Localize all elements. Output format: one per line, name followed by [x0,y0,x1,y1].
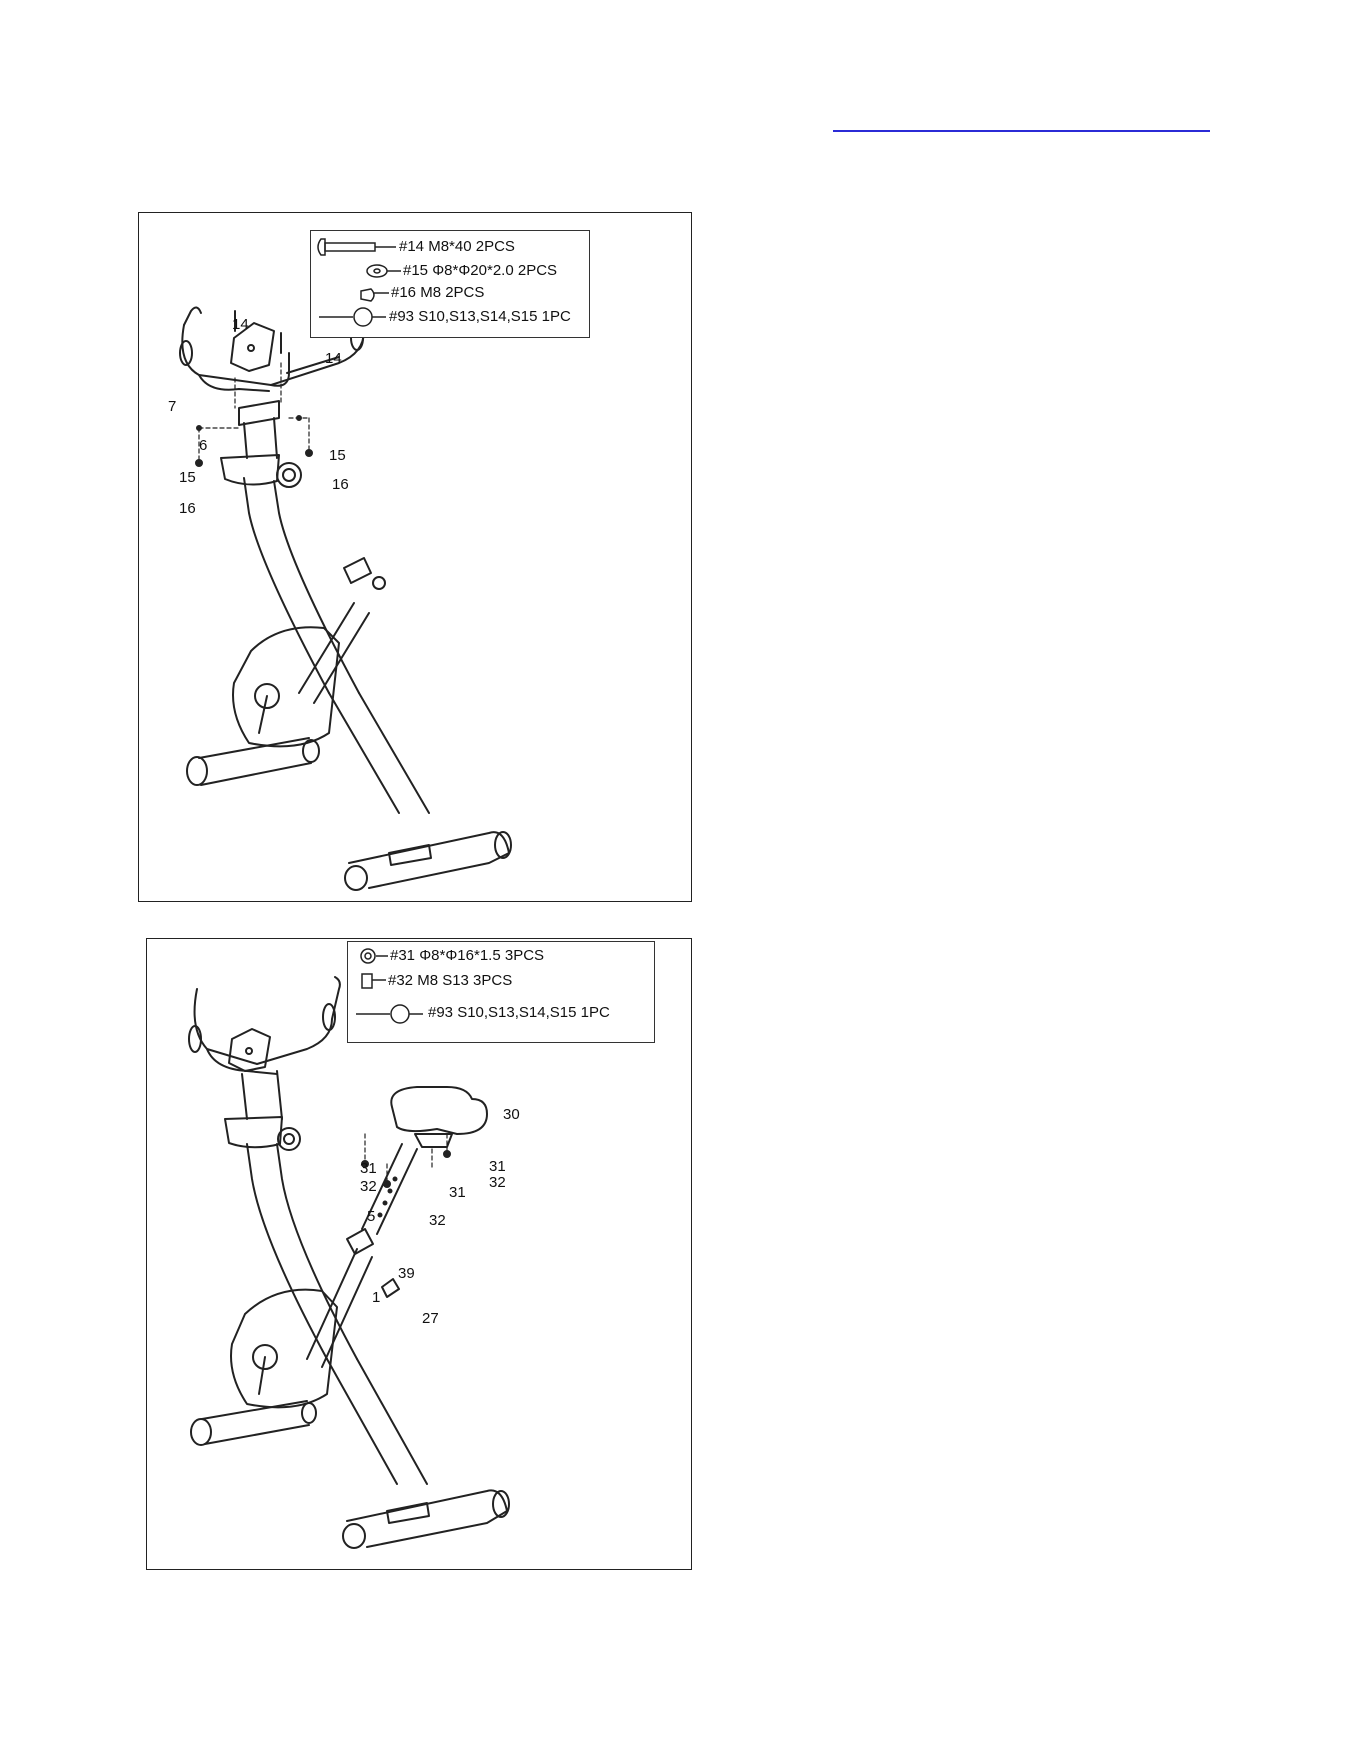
link-underline[interactable] [833,130,1210,132]
callout-6: 6 [199,438,207,454]
callout-32-left: 32 [360,1179,377,1195]
callout-14-right: 14 [325,351,342,367]
callout-1: 1 [372,1290,380,1306]
washer-icon [361,949,388,963]
legend-item-bolt: #14 M8*40 2PCS [399,238,515,256]
callout-16-left: 16 [179,501,196,517]
callout-16-right: 16 [332,477,349,493]
callout-31-right: 31 [489,1159,506,1175]
carriage-bolt-icon [318,239,396,255]
callout-5: 5 [367,1209,375,1225]
callout-32-right: 32 [489,1175,506,1191]
callout-14-left: 14 [232,317,249,333]
hex-nut-icon [362,974,386,988]
callout-7: 7 [168,399,176,415]
callout-31-center: 31 [449,1185,466,1201]
callout-30: 30 [503,1107,520,1123]
legend-item-nut: #32 M8 S13 3PCS [388,972,512,990]
assembly-step-seat: #31 Φ8*Φ16*1.5 3PCS #32 M8 S13 3PCS #93 … [146,938,692,1570]
washer-icon [367,265,401,277]
hardware-legend: #14 M8*40 2PCS #15 Φ8*Φ20*2.0 2PCS #16 M… [310,230,590,338]
callout-31-left: 31 [360,1161,377,1177]
legend-item-wrench: #93 S10,S13,S14,S15 1PC [428,1004,610,1022]
wrench-icon [356,1005,423,1023]
legend-item-wrench: #93 S10,S13,S14,S15 1PC [389,308,571,326]
callout-27: 27 [422,1311,439,1327]
wrench-icon [319,308,386,326]
legend-item-washer: #31 Φ8*Φ16*1.5 3PCS [390,947,544,965]
legend-item-washer: #15 Φ8*Φ20*2.0 2PCS [403,262,557,280]
callout-15-left: 15 [179,470,196,486]
hardware-legend: #31 Φ8*Φ16*1.5 3PCS #32 M8 S13 3PCS #93 … [347,941,655,1043]
callout-39: 39 [398,1266,415,1282]
assembly-step-handlebar: #14 M8*40 2PCS #15 Φ8*Φ20*2.0 2PCS #16 M… [138,212,692,902]
callout-15-right: 15 [329,448,346,464]
callout-32-center: 32 [429,1213,446,1229]
legend-item-nut: #16 M8 2PCS [391,284,484,302]
cap-nut-icon [361,289,389,301]
